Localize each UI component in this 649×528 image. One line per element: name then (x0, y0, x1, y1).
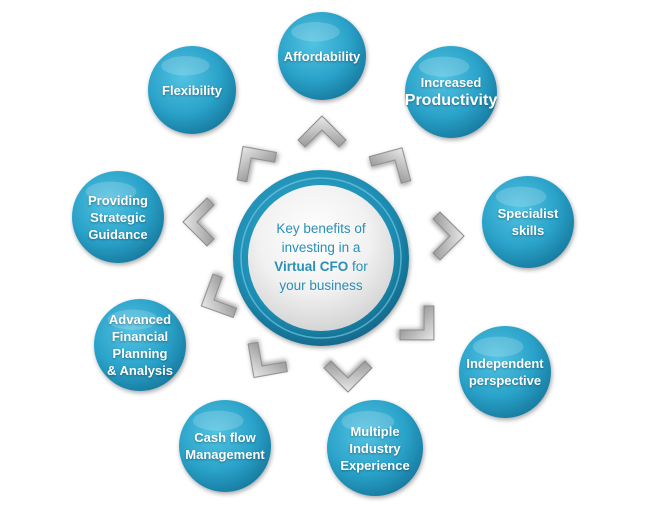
center-line-1: Key benefits of (276, 221, 366, 236)
benefit-label-line: Strategic (90, 209, 146, 225)
benefit-circle-gloss (472, 336, 524, 357)
benefit-label-line: Independent (466, 356, 544, 371)
benefit-label-independent-perspective: Independent perspective (457, 347, 553, 397)
benefit-label-line: Advanced (108, 312, 172, 327)
chevron-arrow-icon (247, 341, 288, 379)
benefit-circle-gloss (107, 309, 159, 330)
benefit-label-line: Increased (420, 74, 482, 90)
benefit-circle-gloss (495, 186, 547, 207)
benefit-label-line: Flexibility (162, 82, 222, 98)
benefit-label-line: Providing (88, 192, 148, 208)
benefit-circle-gloss (161, 56, 210, 76)
benefit-label-line: skills (511, 223, 545, 238)
benefit-label-line: Experience (340, 457, 410, 473)
benefit-label-affordability: Affordability (274, 36, 370, 76)
chevron-arrow-icon (200, 273, 238, 319)
benefit-circle-increased-productivity (405, 46, 497, 138)
benefit-circle-specialist-skills (482, 176, 574, 268)
benefit-circle-providing-strategic-guidance (72, 171, 164, 263)
chevron-arrow-icon (182, 197, 215, 247)
center-caption: Key benefits of investing in a Virtual C… (247, 212, 395, 302)
benefit-label-line: perspective (468, 373, 542, 388)
center-line-2: investing in a (281, 240, 361, 255)
benefit-label-line: Affordability (283, 48, 361, 64)
benefit-circle-flexibility (148, 46, 236, 134)
benefit-circle-cash-flow-management (179, 400, 271, 492)
chevron-arrow-icon (297, 115, 347, 148)
chevron-arrow-icon (399, 305, 435, 341)
chevron-arrow-icon (368, 147, 412, 184)
benefit-label-line: Cash flow (194, 430, 256, 445)
benefit-circle-advanced-financial-planning (94, 299, 186, 391)
benefit-label-line: Guidance (88, 226, 148, 242)
center-ring-highlight (240, 177, 402, 339)
benefit-label-line: Financial (111, 329, 169, 344)
benefit-circle-gloss (85, 181, 137, 202)
benefit-label-line: Planning (112, 346, 168, 361)
benefit-label-line: Specialist (497, 206, 559, 221)
benefit-circle-multiple-industry-experience (327, 400, 423, 496)
benefit-label-line: Multiple (350, 423, 400, 439)
chevron-arrow-icon (323, 360, 373, 393)
center-hub (233, 170, 409, 346)
benefit-circle-gloss (192, 410, 244, 431)
benefit-label-line: Productivity (404, 91, 498, 109)
benefit-circle-gloss (291, 22, 340, 42)
chevron-arrow-icon (432, 211, 465, 261)
center-highlight: Virtual CFO (274, 259, 349, 274)
center-line-4: your business (279, 278, 363, 293)
center-line-3: Virtual CFO for (274, 257, 368, 276)
center-sphere (248, 185, 394, 331)
benefit-label-specialist-skills: Specialist skills (482, 197, 574, 247)
benefit-label-line: Management (185, 447, 265, 462)
benefit-label-flexibility: Flexibility (146, 70, 238, 110)
chevron-arrow-icon (236, 145, 277, 183)
center-line-3-rest: for (348, 259, 368, 274)
benefit-label-line: Industry (349, 440, 401, 456)
benefit-label-line: & Analysis (107, 363, 173, 378)
benefit-circle-gloss (341, 411, 395, 433)
benefit-circle-affordability (278, 12, 366, 100)
benefit-circle-gloss (418, 56, 470, 77)
benefit-circle-independent-perspective (459, 326, 551, 418)
